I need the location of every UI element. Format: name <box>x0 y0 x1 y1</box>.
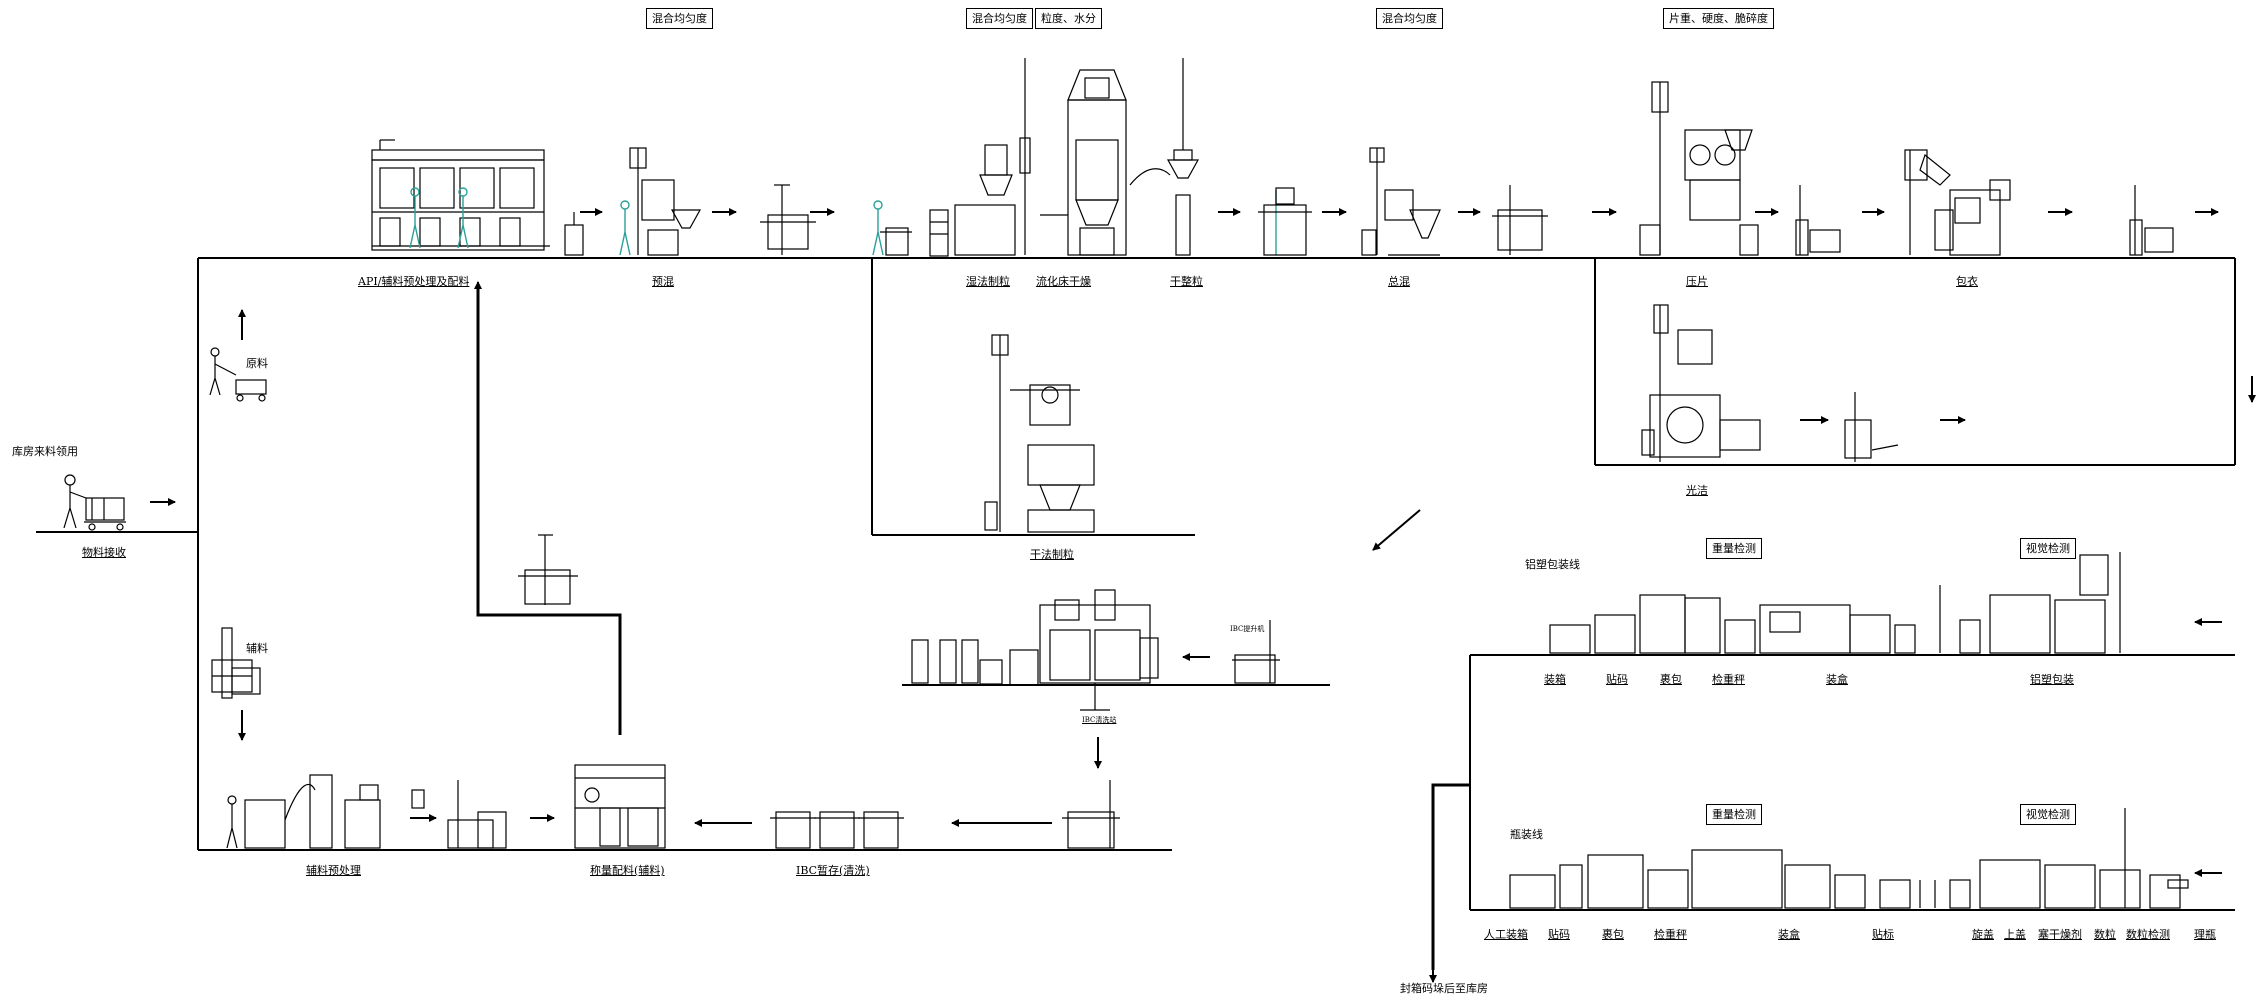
quality-check-box: 混合均匀度 <box>966 8 1033 29</box>
bottle-station-label: 贴码 <box>1548 928 1570 941</box>
bottle-station-label: 塞干燥剂 <box>2038 928 2082 941</box>
operator-cart-pickup <box>63 474 126 531</box>
station-label-blister-pack: 铝塑包装 <box>2030 673 2074 686</box>
station-label-fluid-bed-dryer: 流化床干燥 <box>1036 275 1091 288</box>
quality-check-box: 片重、硬度、脆碎度 <box>1663 8 1774 29</box>
quality-check-box: 混合均匀度 <box>1376 8 1443 29</box>
api-processing-line <box>371 139 584 256</box>
fluid-bed-dryer <box>1040 69 1127 256</box>
blister-station-label: 装箱 <box>1544 673 1566 686</box>
ibc-bin-1 <box>760 184 816 255</box>
ibc-bin-4 <box>1492 185 1548 255</box>
bottle-station-label: 人工装箱 <box>1484 928 1528 941</box>
presieve-machine <box>629 147 702 256</box>
station-label-wet-granulation: 湿法制粒 <box>966 275 1010 288</box>
blister-line-title: 铝塑包装线 <box>1525 558 1580 571</box>
station-label-ibc-storage: IBC暂存(清洗) <box>796 864 870 877</box>
quality-check-box: 混合均匀度 <box>646 8 713 29</box>
station-label-dry-granulation: 干法制粒 <box>1030 548 1074 561</box>
operators-teal <box>409 187 1277 256</box>
quality-check-box: 粒度、水分 <box>1035 8 1102 29</box>
station-label-ibc-wash: IBC清洗站 <box>1082 716 1117 724</box>
station-label-to-warehouse: 封箱码垛后至库房 <box>1400 982 1488 995</box>
station-label-weighing: 称量配料(辅料) <box>590 864 665 877</box>
bottle-station-label: 检重秤 <box>1654 928 1687 941</box>
bottle-station-label: 装盒 <box>1778 928 1800 941</box>
excipient-pretreat-line <box>226 774 507 849</box>
ibc-bin-6 <box>2129 185 2174 256</box>
excipient-cart <box>211 627 261 699</box>
blister-station-label: 装盒 <box>1826 673 1848 686</box>
tablet-press <box>1639 81 1759 256</box>
bottle-line-title: 瓶装线 <box>1510 828 1543 841</box>
ibc-bin-7 <box>1844 392 1899 462</box>
station-label-excipient-pretreat: 辅料预处理 <box>306 864 361 877</box>
ibc-lift-right <box>1232 620 1280 684</box>
weighing-booth <box>574 764 666 849</box>
station-label-coating: 包衣 <box>1956 275 1978 288</box>
dry-granulator <box>984 334 1095 533</box>
station-label-api: 原料 <box>246 357 268 370</box>
transfer-lines <box>476 285 1470 970</box>
bottle-station-label: 数粒检测 <box>2126 928 2170 941</box>
blister-station-label: 检重秤 <box>1712 673 1745 686</box>
bottle-station-label: 贴标 <box>1872 928 1894 941</box>
bottle-station-label: 数粒 <box>2094 928 2116 941</box>
quality-check-box: 重量检测 <box>1706 538 1762 559</box>
wet-granulator <box>929 58 1031 257</box>
station-label-compression: 压片 <box>1686 275 1708 288</box>
ibc-storage-bins <box>770 811 904 849</box>
ibc-lift-left <box>518 534 578 605</box>
blister-packaging-line <box>1549 552 2121 654</box>
station-label-material-receiving: 物料接收 <box>82 546 126 559</box>
station-label-ibc-lift: IBC提升机 <box>1230 625 1265 633</box>
operator-cart-api <box>209 347 267 402</box>
quality-check-box: 视觉检测 <box>2020 804 2076 825</box>
polishing-machine <box>1641 304 1761 462</box>
floor-lines <box>36 257 2236 911</box>
bottle-station-label: 理瓶 <box>2194 928 2216 941</box>
flow-arrows <box>150 208 2256 983</box>
dry-sizing-machine <box>1129 58 1200 256</box>
ibc-wash-station <box>911 589 1159 711</box>
station-label-excipient: 辅料 <box>246 642 268 655</box>
bottle-station-label: 旋盖 <box>1972 928 1994 941</box>
blister-station-label: 贴码 <box>1606 673 1628 686</box>
ibc-bin-3 <box>1258 187 1312 256</box>
ibc-lift-bottom <box>1062 780 1120 849</box>
station-label-final-blend: 总混 <box>1388 275 1410 288</box>
ibc-bin-2 <box>880 227 912 256</box>
blister-station-label: 裹包 <box>1660 673 1682 686</box>
equipment-drawings <box>63 58 2189 909</box>
station-label-polishing: 光洁 <box>1686 484 1708 497</box>
station-label-presieve: 预混 <box>652 275 674 288</box>
final-blender <box>1361 147 1441 256</box>
bottle-station-label: 上盖 <box>2004 928 2026 941</box>
ibc-bin-5 <box>1795 185 1841 256</box>
quality-check-box: 视觉检测 <box>2020 538 2076 559</box>
bottle-packaging-line <box>1509 808 2189 909</box>
station-label-warehouse-pickup: 库房来料领用 <box>12 445 78 458</box>
quality-check-box: 重量检测 <box>1706 804 1762 825</box>
bottle-station-label: 裹包 <box>1602 928 1624 941</box>
coating-machine <box>1904 149 2011 256</box>
station-label-dry-sizing: 干整粒 <box>1170 275 1203 288</box>
station-label-api-process: API/辅料预处理及配料 <box>358 275 470 288</box>
